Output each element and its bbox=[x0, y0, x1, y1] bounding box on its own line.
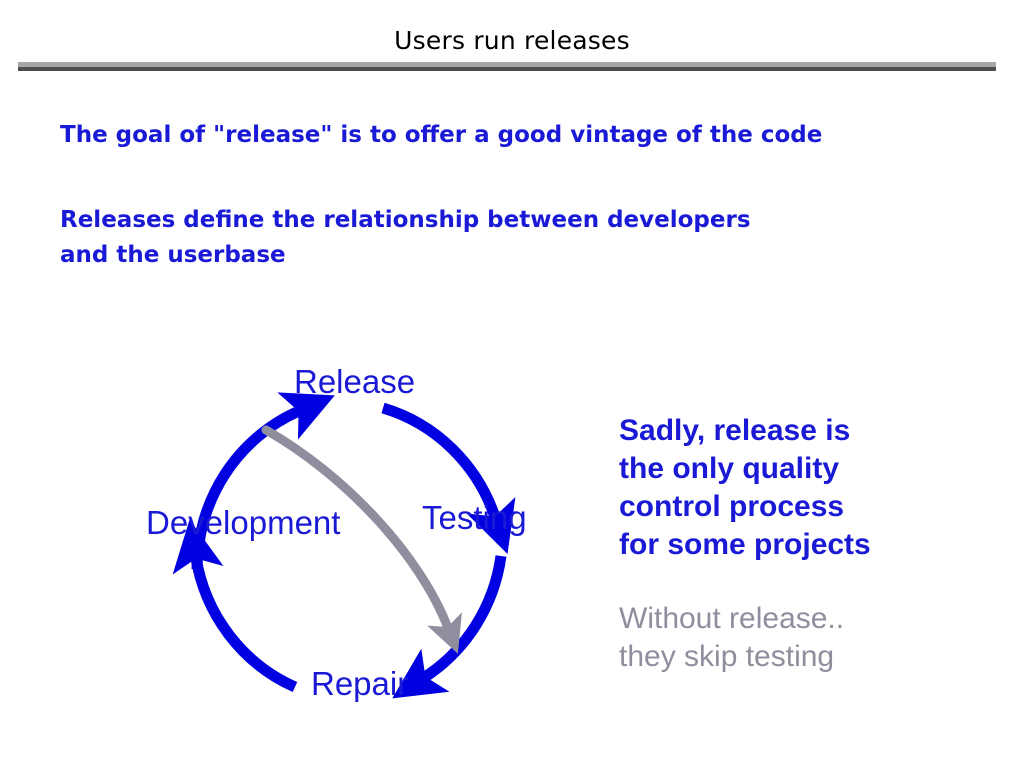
bullet-releases-define-relationship: Releases define the relationship between… bbox=[60, 207, 751, 268]
arrow-development-to-release bbox=[191, 392, 335, 570]
cycle-node-repair: Repair bbox=[311, 665, 409, 702]
arrow-testing-to-repair bbox=[392, 555, 507, 699]
title-divider-highlight bbox=[18, 62, 996, 67]
cycle-node-testing: Testing bbox=[422, 499, 527, 536]
page-title: Users run releases bbox=[394, 26, 630, 55]
cycle-node-release: Release bbox=[294, 363, 416, 400]
title-divider-shadow bbox=[18, 67, 996, 71]
side-note-skip-testing: Without release.. they skip testing bbox=[619, 602, 845, 673]
cycle-arrows-graphic bbox=[172, 392, 516, 699]
arrow-repair-to-development bbox=[172, 519, 298, 693]
arrow-release-to-testing bbox=[381, 402, 516, 555]
release-cycle-diagram: Release Testing Repair Development bbox=[130, 355, 570, 735]
arrow-release-to-repair-shortcut bbox=[261, 425, 462, 654]
cycle-node-development: Development bbox=[146, 504, 341, 541]
side-note-quality-control: Sadly, release is the only quality contr… bbox=[619, 414, 871, 561]
bullet-goal-of-release: The goal of "release" is to offer a good… bbox=[60, 122, 823, 148]
title-divider bbox=[18, 62, 996, 71]
